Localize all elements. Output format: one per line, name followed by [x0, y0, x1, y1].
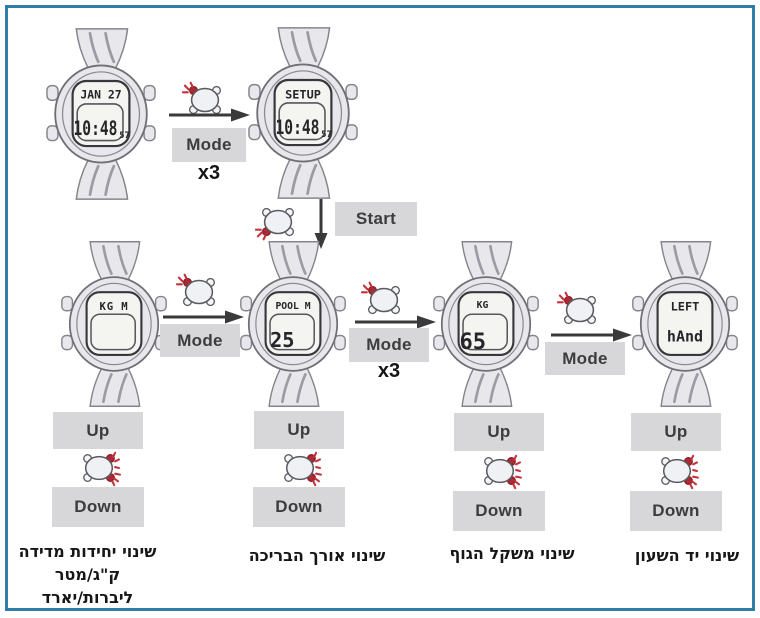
up-button-label: Up: [254, 411, 344, 449]
press-mode-button-icon: [557, 291, 597, 325]
watch-date-time: JAN 27 10:48 57: [45, 27, 157, 201]
arrow-right-icon: [163, 310, 244, 324]
lcd-line2: 10:48: [276, 116, 320, 139]
lcd-inner-frame: [90, 313, 136, 351]
mode-button-label: Mode: [545, 342, 625, 375]
times3-label: x3: [197, 162, 221, 184]
caption-units-line1: שינוי יחידות מדידה: [18, 542, 157, 561]
lcd-line2: 65: [459, 329, 486, 355]
lcd-line1: LEFT: [671, 300, 700, 314]
mode-button-label: Mode: [349, 328, 429, 362]
arrow-right-icon: [551, 328, 632, 342]
lcd-inner-frame: [462, 313, 508, 351]
arrow-right-icon: [169, 108, 250, 122]
caption-pool-length: שינוי אורך הבריכה: [248, 546, 386, 565]
lcd-line1: KG: [477, 300, 489, 311]
mode-button-label: Mode: [160, 324, 240, 357]
lcd-line1: SETUP: [285, 87, 321, 101]
lcd-line2: 10:48: [74, 117, 118, 140]
watch-illustration: [432, 240, 540, 408]
up-button-label: Up: [631, 413, 721, 451]
lcd-inner-frame: [278, 102, 326, 141]
lcd-line1: JAN 27: [80, 87, 121, 101]
watch-illustration: [247, 26, 359, 200]
lcd-inner-frame: [76, 103, 124, 142]
watch-illustration: [239, 240, 347, 408]
watch-units: KG M: [60, 240, 168, 408]
lcd-line2: hAnd: [667, 328, 703, 346]
arrow-right-icon: [355, 315, 436, 329]
up-button-label: Up: [454, 413, 544, 451]
caption-body-weight: שינוי משקל הגוף: [449, 544, 575, 563]
watch-illustration: [45, 27, 157, 201]
down-button-label: Down: [453, 491, 545, 531]
watch-illustration: [60, 240, 168, 408]
watch-hand: LEFT hAnd: [631, 240, 739, 408]
down-button-label: Down: [630, 491, 722, 531]
down-button-label: Down: [52, 487, 144, 527]
down-button-label: Down: [253, 487, 345, 527]
times3-label: x3: [377, 360, 401, 382]
press-updown-buttons-icon: [660, 454, 699, 490]
arrow-down-icon: [314, 199, 328, 249]
start-button-label: Start: [335, 202, 417, 236]
caption-units-line2: ק"ג/מטר ליברות/יארד: [41, 565, 134, 607]
press-updown-buttons-icon: [82, 451, 121, 487]
lcd-line1: POOL M: [275, 301, 310, 312]
press-start-button-icon: [255, 207, 295, 241]
press-updown-buttons-icon: [283, 451, 322, 487]
lcd-line1: KG M: [99, 300, 128, 313]
press-updown-buttons-icon: [483, 454, 522, 490]
lcd-inner-frame: [269, 313, 315, 351]
mode-button-label: Mode: [172, 128, 246, 162]
caption-units: שינוי יחידות מדידה ק"ג/מטר ליברות/יארד: [15, 540, 160, 609]
watch-setup: SETUP 10:48 57: [247, 26, 359, 200]
press-mode-button-icon: [176, 273, 216, 307]
watch-pool-length: POOL M 25: [239, 240, 347, 408]
lcd-seconds: 57: [119, 131, 129, 141]
up-button-label: Up: [53, 412, 143, 449]
watch-body-weight: KG 65: [432, 240, 540, 408]
lcd-line2: 25: [270, 328, 294, 352]
caption-watch-hand: שינוי יד השעון: [634, 546, 740, 565]
lcd-seconds: 57: [321, 130, 331, 140]
watch-illustration: [631, 240, 739, 408]
